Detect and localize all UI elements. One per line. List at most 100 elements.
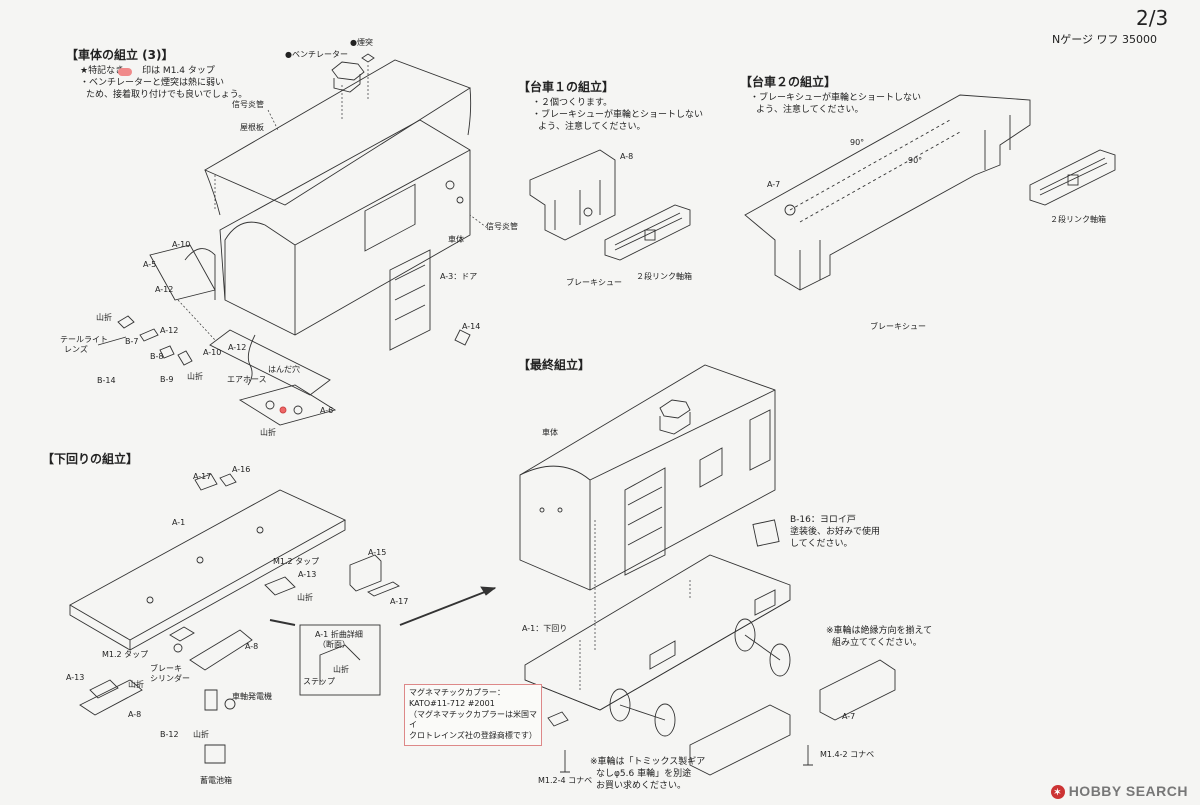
label-wheel-purchase-1: ※車輪は「トミックス製ギア — [590, 757, 706, 767]
brake-cylinder — [169, 626, 195, 653]
label-uf-a17: A-17 — [193, 472, 212, 481]
product-name: Nゲージ ワフ 35000 — [1052, 33, 1157, 46]
part-a13-tap — [264, 576, 296, 596]
label-uf-a1: A-1 — [172, 518, 186, 527]
bogie1-note-1: ・２個つくります。 — [532, 98, 613, 108]
label-uf-a8-1: A-8 — [245, 642, 259, 651]
bogie-1-journal-box — [604, 204, 691, 261]
underfloor-plate — [238, 384, 337, 426]
watermark: ✶HOBBY SEARCH — [1050, 782, 1188, 799]
car-body — [219, 119, 471, 351]
label-bogie1-journal-box: ２段リンク軸箱 — [636, 272, 692, 281]
label-air-hose: エアホース — [227, 375, 267, 384]
final-underframe — [524, 554, 791, 711]
label-b16-note-2: してください。 — [790, 539, 853, 549]
label-uf-battery-box: 蓄電池箱 — [200, 776, 232, 785]
bogie-1-frame — [529, 149, 616, 241]
final-bogie-frames — [689, 659, 896, 776]
label-a12-3: A-12 — [228, 343, 247, 352]
label-wheel-purchase-2: なしφ5.6 車輪」を別途 — [596, 769, 692, 779]
hobby-search-logo-icon: ✶ — [1050, 785, 1065, 799]
label-tail-light: テールライト — [60, 335, 108, 344]
label-a1-underframe: A-1：下回り — [522, 624, 568, 633]
label-ventilator: ●ベンチレーター — [285, 50, 348, 59]
label-uf-cylinder: シリンダー — [150, 674, 190, 683]
label-final-a7: A-7 — [842, 712, 856, 721]
label-uf-fold-1: 山折 — [297, 593, 313, 602]
label-signal-flare-1: 信号炎管 — [232, 100, 264, 109]
label-b9: B-9 — [160, 375, 174, 384]
coupler-note-box: マグネマチックカプラー： KATO#11-712 #2001 （マグネマチックカ… — [404, 684, 542, 746]
coupler-note-line-1: マグネマチックカプラー： — [409, 688, 505, 697]
label-final-body: 車体 — [542, 428, 558, 437]
leader-lines — [177, 65, 491, 341]
label-a6: A-6 — [320, 406, 334, 415]
battery-box — [204, 744, 226, 764]
bogie-2-frame — [744, 94, 1031, 291]
label-b16: B-16：ヨロイ戸 — [790, 515, 856, 525]
bogie-2-journal-box — [1029, 149, 1116, 206]
label-wheel-note-2: 組み立ててください。 — [832, 638, 922, 648]
wheelset-left — [609, 688, 676, 737]
label-a5: A-5 — [143, 260, 157, 269]
label-uf-section: （断面） — [318, 640, 350, 649]
section-title-final-assembly: 【最終組立】 — [518, 358, 591, 372]
a1-fold-detail — [299, 624, 381, 696]
part-a13-lower — [89, 679, 119, 699]
body-note-2: ・ベンチレーターと煙突は熱に弱い — [80, 78, 225, 88]
label-bogie2-a7: A-7 — [767, 180, 781, 189]
label-uf-fold-2: 山折 — [128, 680, 144, 689]
label-a12-1: A-12 — [155, 285, 174, 294]
label-lens: レンズ — [64, 345, 88, 354]
label-solder-hole: はんだ穴 — [268, 365, 300, 374]
bogie2-note-1: ・ブレーキシューが車輪とショートしない — [750, 93, 922, 103]
label-uf-fold-3: 山折 — [193, 730, 209, 739]
section-title-bogie-2: 【台車２の組立】 — [740, 75, 837, 89]
section-title-underframe: 【下回りの組立】 — [42, 452, 139, 466]
part-a17 — [194, 473, 218, 491]
label-car-body: 車体 — [448, 235, 464, 244]
axle-generator — [204, 689, 236, 711]
roof-panel — [204, 59, 472, 216]
part-a15-a17 — [349, 554, 400, 597]
label-a14: A-14 — [462, 322, 481, 331]
label-a12-2: A-12 — [160, 326, 179, 335]
label-uf-brake: ブレーキ — [150, 664, 182, 673]
label-uf-axle-generator: 車軸発電機 — [232, 692, 272, 701]
final-car-body — [519, 364, 776, 591]
section-title-bogie-1: 【台車１の組立】 — [518, 80, 615, 94]
label-roof-panel: 屋根板 — [240, 123, 264, 132]
label-fold-3: 山折 — [260, 428, 276, 437]
louver-door-part — [752, 519, 780, 547]
page-number: 2/3 — [1136, 6, 1169, 30]
final-ventilator — [659, 399, 691, 419]
label-bogie1-a8: A-8 — [620, 152, 634, 161]
label-b7: B-7 — [125, 337, 139, 346]
bogie1-note-2: ・ブレーキシューが車輪とショートしない — [532, 110, 704, 120]
label-signal-flare-2: 信号炎管 — [486, 222, 518, 231]
label-uf-fold-4: 山折 — [333, 665, 349, 674]
coupler-note-line-3: （マグネマチックカプラーは米国マイ — [409, 709, 537, 730]
coupler-note-line-4: クロトレインズ社の登録商標です） — [409, 731, 537, 741]
label-a3-door: A-3：ドア — [440, 272, 478, 281]
watermark-text: HOBBY SEARCH — [1068, 782, 1188, 799]
label-b14: B-14 — [97, 376, 116, 385]
ventilator-part — [331, 61, 365, 93]
small-parts — [97, 315, 471, 386]
label-a10-lower: A-10 — [203, 348, 222, 357]
label-a10-upper: A-10 — [172, 240, 191, 249]
label-b16-note-1: 塗装後、お好みで使用 — [790, 527, 881, 537]
label-b8: B-8 — [150, 352, 164, 361]
label-uf-step: ステップ — [303, 677, 335, 686]
label-uf-a8-2: A-8 — [128, 710, 142, 719]
label-uf-a15: A-15 — [368, 548, 387, 557]
label-bogie2-journal-box: ２段リンク軸箱 — [1050, 215, 1106, 224]
bogie2-note-2: よう、注意してください。 — [756, 105, 864, 115]
underframe-base — [69, 489, 346, 651]
label-screw-m14: M1.4-2 コナベ — [820, 750, 875, 759]
label-uf-a13-1: A-13 — [298, 570, 317, 579]
label-angle-1: 90° — [850, 138, 865, 147]
bogie1-note-3: よう、注意してください。 — [538, 122, 646, 132]
label-screw-m12: M1.2-4 コナベ — [538, 776, 593, 785]
